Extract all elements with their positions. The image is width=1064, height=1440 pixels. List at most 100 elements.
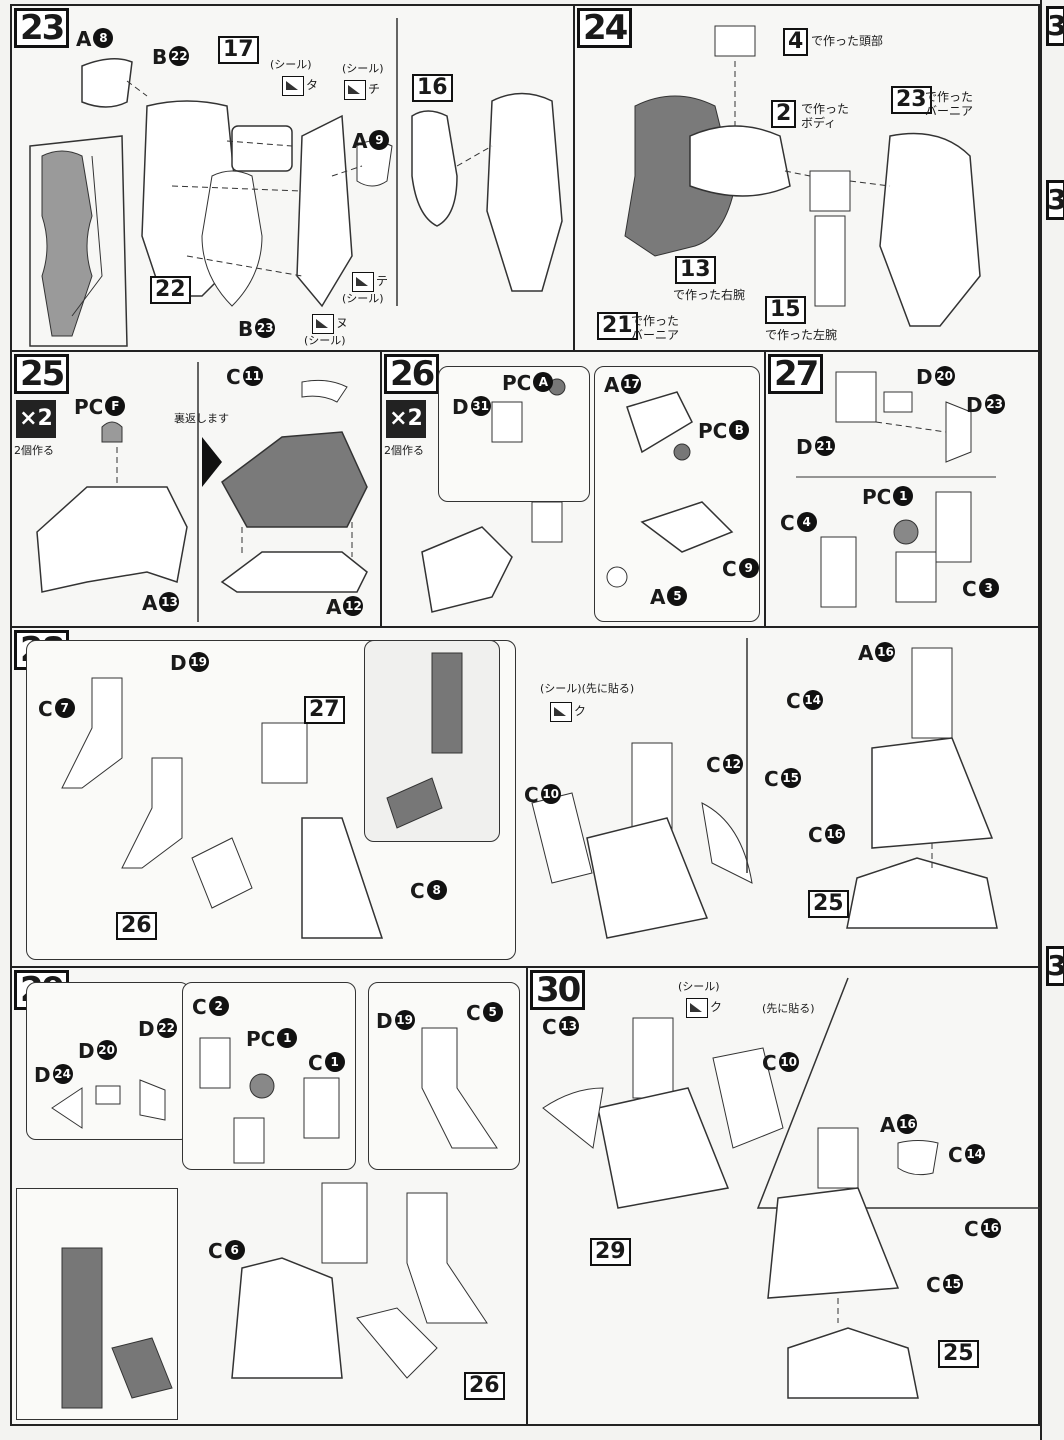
step-24: 24 4 で作った頭部 2 で作った ボディ 23 で作った バーニア 13 で… bbox=[573, 4, 1040, 352]
step-number: 26 bbox=[384, 354, 440, 394]
step-26-illustration bbox=[421, 378, 734, 613]
ref-4: 4 bbox=[783, 28, 809, 56]
make-two-badge: ×2 bbox=[16, 400, 56, 438]
step-number: 3 bbox=[1046, 946, 1064, 986]
head-note: で作った頭部 bbox=[811, 34, 884, 48]
sticker-nu: ヌ bbox=[336, 316, 349, 330]
ref-16: 16 bbox=[412, 74, 453, 102]
step-27-illustration bbox=[796, 371, 996, 608]
step-number: 23 bbox=[14, 8, 70, 48]
sticker-note: (シール) bbox=[304, 334, 346, 347]
ref-23: 23 bbox=[891, 86, 932, 114]
sticker-ta: タ bbox=[306, 78, 319, 92]
next-page-edge: 3 3 3 bbox=[1040, 0, 1064, 1440]
ref-2: 2 bbox=[771, 100, 797, 128]
sticker-icon bbox=[344, 80, 366, 100]
sticker-icon bbox=[550, 702, 572, 722]
sticker-ku: ク bbox=[710, 1000, 723, 1014]
ref-25: 25 bbox=[808, 890, 849, 918]
thruster-note: で作った バーニア bbox=[925, 90, 974, 118]
sticker-note: (シール)(先に貼る) bbox=[540, 682, 635, 695]
step-29: 29 D22 D20 D24 C2 PC1 C1 D19 C5 C6 26 bbox=[10, 966, 528, 1426]
step-number: 3 bbox=[1046, 6, 1064, 46]
ref-27: 27 bbox=[304, 696, 345, 724]
flip-note: 裏返します bbox=[174, 412, 229, 425]
step-23-illustration bbox=[29, 18, 563, 347]
ref-13: 13 bbox=[675, 256, 716, 284]
ref-26: 26 bbox=[116, 912, 157, 940]
sticker-icon bbox=[282, 76, 304, 96]
make-two-note: 2個作る bbox=[14, 444, 54, 457]
sticker-note: (シール) bbox=[678, 980, 720, 993]
right-arm-note: で作った右腕 bbox=[673, 288, 746, 302]
ref-15: 15 bbox=[765, 296, 806, 324]
sticker-icon bbox=[312, 314, 334, 334]
step-number: 30 bbox=[530, 970, 586, 1010]
thruster2-note: で作った バーニア bbox=[631, 314, 680, 342]
sticker-icon bbox=[352, 272, 374, 292]
ref-29: 29 bbox=[590, 1238, 631, 1266]
step-30-illustration bbox=[542, 977, 1042, 1399]
ref-22: 22 bbox=[150, 276, 191, 304]
sticker-note: (シール) bbox=[270, 58, 312, 71]
step-number: 3 bbox=[1046, 180, 1064, 220]
first-note: (先に貼る) bbox=[762, 1002, 815, 1015]
sticker-note: (シール) bbox=[342, 292, 384, 305]
sticker-ku: ク bbox=[574, 704, 587, 718]
step-number: 24 bbox=[577, 8, 633, 48]
make-two-badge: ×2 bbox=[386, 400, 426, 438]
body-note: で作った ボディ bbox=[801, 102, 850, 130]
ref-25: 25 bbox=[938, 1340, 979, 1368]
step-24-illustration bbox=[624, 25, 981, 327]
sticker-note: (シール) bbox=[342, 62, 384, 75]
step-28-illustration bbox=[61, 638, 998, 939]
ref-21: 21 bbox=[597, 312, 638, 340]
ref-26: 26 bbox=[464, 1372, 505, 1400]
step-number: 27 bbox=[768, 354, 824, 394]
step-29-illustration bbox=[51, 1027, 498, 1409]
make-two-note: 2個作る bbox=[384, 444, 424, 457]
ref-17: 17 bbox=[218, 36, 259, 64]
